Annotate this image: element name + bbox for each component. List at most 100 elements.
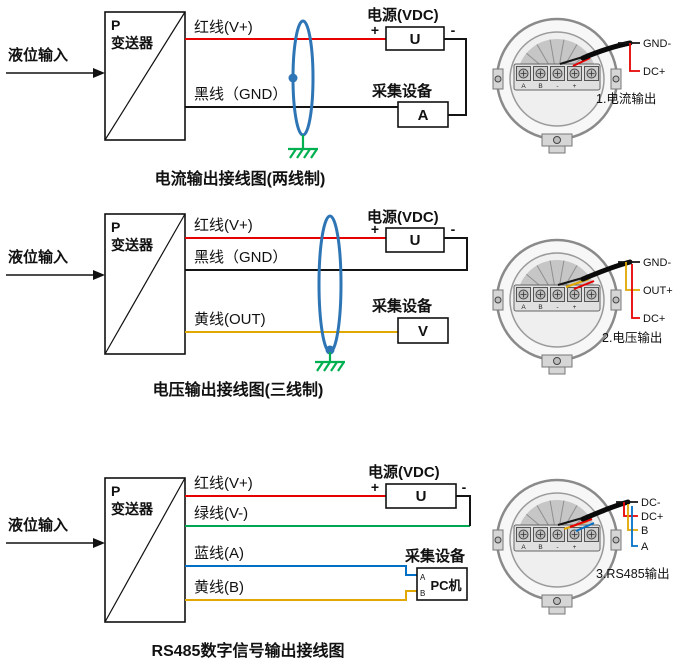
power-return-wire <box>444 38 467 116</box>
terminal-label: B <box>538 83 542 90</box>
lead-line-dc <box>631 264 640 319</box>
power-title: 电源(VDC) <box>367 208 439 226</box>
terminal-label: A <box>521 304 526 311</box>
terminal-label: - <box>556 544 558 551</box>
lead-label-out: OUT+ <box>643 285 673 297</box>
device-caption: 3.RS485输出 <box>596 566 670 581</box>
device-stub-red <box>572 57 591 67</box>
input-label: 液位输入 <box>8 516 68 534</box>
input-label: 液位输入 <box>8 46 68 64</box>
ground-symbol <box>315 352 345 372</box>
lead-line-dc <box>629 43 640 72</box>
blue-wire-label: 蓝线(A) <box>194 545 244 562</box>
lead-label-dcplus: DC+ <box>641 511 663 523</box>
transmitter-diagonal <box>104 213 186 355</box>
red-wire-label: 红线(V+) <box>194 19 253 36</box>
red-wire-label: 红线(V+) <box>194 217 253 234</box>
power-title: 电源(VDC) <box>368 463 440 481</box>
black-wire <box>185 237 468 271</box>
collector-symbol: V <box>418 323 428 340</box>
input-arrow-head <box>93 68 105 78</box>
section-caption: RS485数字信号输出接线图 <box>152 641 345 660</box>
terminal-label: B <box>538 304 542 311</box>
transmitter-name-label: 变送器 <box>111 237 154 253</box>
pc-port-b: B <box>420 589 425 598</box>
collector-title: 采集设备 <box>371 82 433 100</box>
device-stub-red <box>573 280 595 290</box>
green-wire-label: 绿线(V-) <box>194 505 248 522</box>
lead-label-gnd: GND- <box>643 257 671 269</box>
input-arrow-head <box>93 538 105 548</box>
input-arrow-head <box>93 270 105 280</box>
device-caption: 1.电流输出 <box>596 91 656 106</box>
power-plus: + <box>371 22 379 38</box>
terminal-label: - <box>556 83 558 90</box>
input-label: 液位输入 <box>8 248 68 266</box>
power-box <box>385 483 457 509</box>
section-caption: 电压输出接线图(三线制) <box>153 380 324 399</box>
shield-connection-dot <box>288 73 298 83</box>
terminal-label: A <box>521 544 526 551</box>
power-title: 电源(VDC) <box>367 6 439 24</box>
pc-label: PC机 <box>430 578 461 593</box>
transmitter-name-label: 变送器 <box>111 501 154 517</box>
transmitter-diagonal <box>104 11 186 141</box>
ground-symbol <box>288 135 318 159</box>
transmitter-p-label: P <box>111 483 120 499</box>
pc-box <box>416 567 468 601</box>
section-caption: 电流输出接线图(两线制) <box>155 169 326 188</box>
transmitter-p-label: P <box>111 219 120 235</box>
pc-port-a: A <box>420 573 426 582</box>
power-box <box>385 227 445 253</box>
collector-box <box>397 101 449 128</box>
power-box <box>385 26 445 51</box>
device-stub-red <box>569 518 593 528</box>
power-symbol: U <box>416 488 427 505</box>
lead-line-dcplus <box>623 502 638 517</box>
section-current-output: 液位输入 P 变送器 红线(V+) 黑线（GND） 电源(VDC) + U - … <box>6 6 671 188</box>
power-minus: - <box>451 22 456 38</box>
device-stub-blue <box>575 522 595 532</box>
power-symbol: U <box>410 232 421 249</box>
yellow-wire-label: 黄线(OUT) <box>194 311 266 328</box>
terminal-label: A <box>521 83 526 90</box>
power-minus: - <box>451 221 456 237</box>
power-symbol: U <box>410 31 421 48</box>
power-plus: + <box>371 479 379 495</box>
lead-line-a <box>631 506 638 547</box>
shield-connection-dot <box>325 345 335 355</box>
collector-title: 采集设备 <box>404 547 466 565</box>
yellow-wire-label: 黄线(B) <box>194 579 244 596</box>
terminal-label: + <box>573 83 577 90</box>
collector-title: 采集设备 <box>371 297 433 315</box>
transmitter-p-label: P <box>111 17 120 33</box>
section-voltage-output: 液位输入 P 变送器 红线(V+) 黑线（GND） 黄线(OUT) 电源(VDC… <box>6 208 673 399</box>
collector-box <box>397 317 449 344</box>
transmitter-name-label: 变送器 <box>111 35 154 51</box>
lead-line-out <box>625 262 640 291</box>
lead-label-a: A <box>641 541 649 553</box>
lead-label-dc: DC+ <box>643 313 665 325</box>
section-rs485-output: 液位输入 P 变送器 红线(V+) 绿线(V-) 蓝线(A) 黄线(B) 电源(… <box>6 463 670 660</box>
power-plus: + <box>371 221 379 237</box>
device-caption: 2.电压输出 <box>602 330 662 345</box>
lead-label-b: B <box>641 525 648 537</box>
terminal-label: - <box>556 304 558 311</box>
terminal-label: + <box>573 304 577 311</box>
power-return-wire <box>456 495 471 526</box>
red-wire-label: 红线(V+) <box>194 475 253 492</box>
terminal-label: + <box>573 544 577 551</box>
blue-wire <box>185 565 417 576</box>
lead-label-gnd: GND- <box>643 38 671 50</box>
terminal-label: B <box>538 544 542 551</box>
lead-line-b <box>627 504 638 531</box>
black-wire-label: 黑线（GND） <box>194 86 287 103</box>
black-wire-label: 黑线（GND） <box>194 249 287 266</box>
collector-symbol: A <box>418 107 429 124</box>
transmitter-diagonal <box>104 477 186 623</box>
power-minus: - <box>462 479 467 495</box>
yellow-wire <box>185 590 417 601</box>
lead-label-dcminus: DC- <box>641 497 661 509</box>
